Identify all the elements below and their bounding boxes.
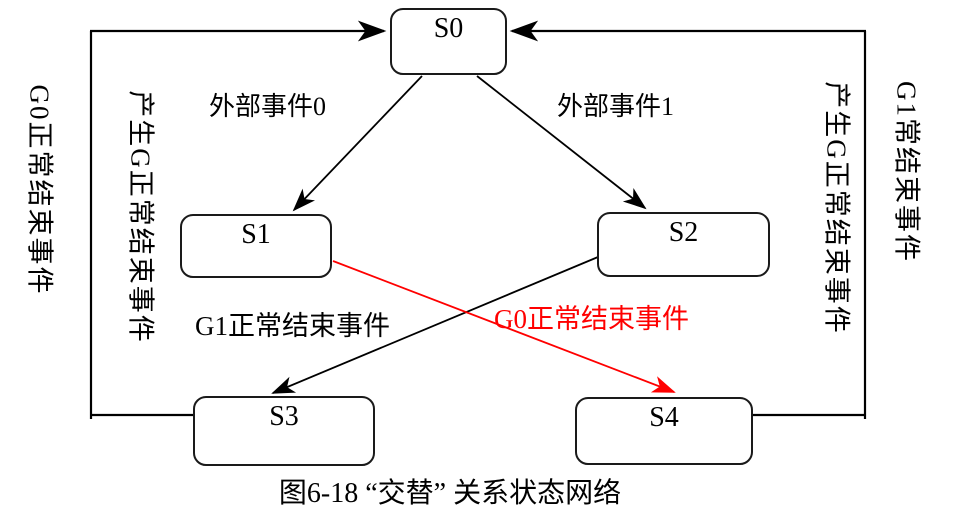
edge-s0-to-s2 <box>476 75 647 210</box>
state-node-s1: S1 <box>180 214 332 278</box>
state-node-s4: S4 <box>575 397 753 465</box>
state-node-s2: S2 <box>597 212 770 277</box>
edge-s1-to-s4-red <box>332 260 676 393</box>
state-label-s3: S3 <box>269 401 299 432</box>
state-label-s1: S1 <box>241 219 271 250</box>
edge-s2-to-s3 <box>271 256 599 394</box>
state-label-s0: S0 <box>433 13 464 44</box>
side-label-inner-right: 产生G正常结束事件 <box>821 81 852 335</box>
edge-label-g1-normal-end: G1正常结束事件 <box>195 311 390 341</box>
edge-label-g0-normal-end-red: G0正常结束事件 <box>494 304 689 334</box>
state-label-s2: S2 <box>668 217 699 248</box>
side-label-outer-left: G0正常结束事件 <box>24 84 55 296</box>
figure-caption: 图6-18 “交替” 关系状态网络 <box>278 478 622 509</box>
edge-label-external-event-0: 外部事件0 <box>209 92 327 121</box>
edge-label-external-event-1: 外部事件1 <box>557 92 675 121</box>
state-node-s3: S3 <box>193 396 375 466</box>
side-label-inner-left: 产生G正常结束事件 <box>125 90 156 344</box>
state-node-s0: S0 <box>390 8 507 75</box>
side-label-outer-right: G1常结束事件 <box>891 81 922 263</box>
edge-s0-to-s1 <box>292 75 423 212</box>
state-label-s4: S4 <box>649 402 679 433</box>
